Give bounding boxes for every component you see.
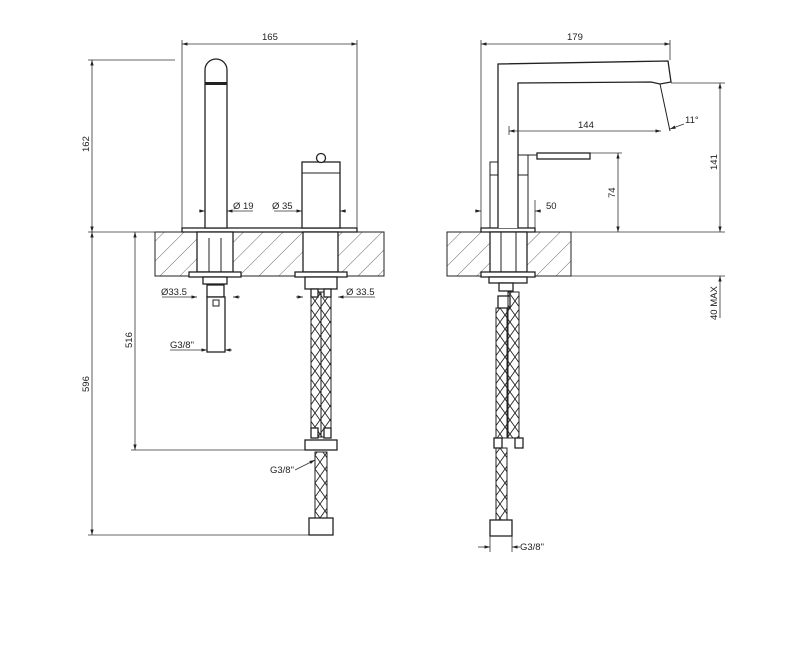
dim-left-shank-diameter: Ø33.5 <box>161 287 187 298</box>
base-plate <box>181 227 358 233</box>
dim-spout-height: 141 <box>709 154 720 170</box>
dim-hose-length: 516 <box>124 332 135 348</box>
dim-left-thread: G3/8" <box>170 340 194 351</box>
braided-hose <box>320 291 332 438</box>
dim-angle: 11° <box>685 115 699 126</box>
dim-total-length: 596 <box>81 376 92 392</box>
hose-connector <box>304 439 338 451</box>
dim-counter-thickness: 40 MAX <box>709 286 720 320</box>
dim-hose-thread: G3/8" <box>520 542 544 553</box>
hose-end-nut <box>489 519 513 537</box>
spout-body <box>497 60 672 228</box>
braided-hose <box>507 291 520 439</box>
front-view: 165 162 596 516 Ø 19 Ø 35 Ø33.5 Ø 33.5 G… <box>81 32 385 536</box>
left-pipe <box>206 296 226 353</box>
dim-base-diameter: 50 <box>546 201 557 212</box>
aerator-band <box>205 82 227 85</box>
shank <box>489 231 528 273</box>
left-shank <box>196 231 234 273</box>
dim-spout-height: 162 <box>81 136 92 152</box>
braided-hose <box>310 291 322 438</box>
countertop-section <box>154 231 385 277</box>
dim-reach: 144 <box>578 120 594 131</box>
spout-tube <box>204 58 228 229</box>
braided-hose <box>495 307 508 439</box>
dim-right-shank-diameter: Ø 33.5 <box>346 287 375 298</box>
dim-handle-height: 74 <box>607 187 618 198</box>
dim-hose-thread: G3/8" <box>270 465 294 476</box>
mixer-body <box>301 161 341 229</box>
left-connector-nut <box>206 284 225 298</box>
dim-spout-diameter: Ø 19 <box>233 201 254 212</box>
braided-hose-lower <box>314 451 328 519</box>
mixer-knob <box>315 152 327 164</box>
lever-handle <box>536 152 591 160</box>
dim-body-diameter: Ø 35 <box>272 201 293 212</box>
braided-hose-lower <box>495 447 508 521</box>
hose-end-nut <box>308 517 334 536</box>
right-shank <box>302 231 339 273</box>
side-view: 179 144 11° 74 141 40 MAX 50 G3/8" <box>446 32 725 553</box>
dim-total-reach: 179 <box>567 32 583 43</box>
dim-width: 165 <box>262 32 278 43</box>
